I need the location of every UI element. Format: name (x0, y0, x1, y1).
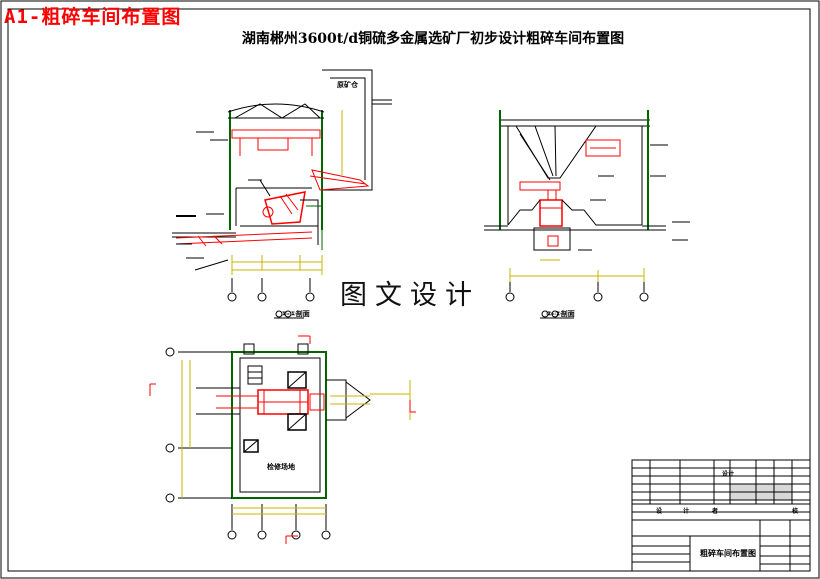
inner-frame (7, 8, 811, 572)
plan-view (149, 335, 416, 544)
drawing-title: 湖南郴州3600t/d铜硫多金属选矿厂初步设计粗碎车间布置图 (241, 31, 625, 47)
title-block-drawing-name: 粗碎车间布置图 (700, 549, 756, 558)
title-block-col-c: 者 (712, 508, 719, 515)
label-raw-ore-bin: 原矿仓 (337, 81, 358, 89)
section-1-1-view (172, 69, 392, 319)
label-section-1-1: ①-①剖面 (281, 310, 310, 318)
title-block-col-b: 计 (683, 508, 690, 515)
title-block-col-a: 设 (656, 508, 663, 515)
label-section-2-2: ②-②剖面 (546, 310, 575, 318)
section-2-2-view (484, 110, 690, 319)
title-block (631, 459, 811, 572)
title-block-design-label: 设计 (722, 471, 735, 478)
sheet-title-red: A1-粗碎车间布置图 (4, 6, 182, 28)
title-block-col-d: 校 (792, 508, 799, 515)
watermark-text: 图文设计 (336, 273, 484, 312)
label-maintenance-area: 检修场地 (267, 463, 295, 471)
